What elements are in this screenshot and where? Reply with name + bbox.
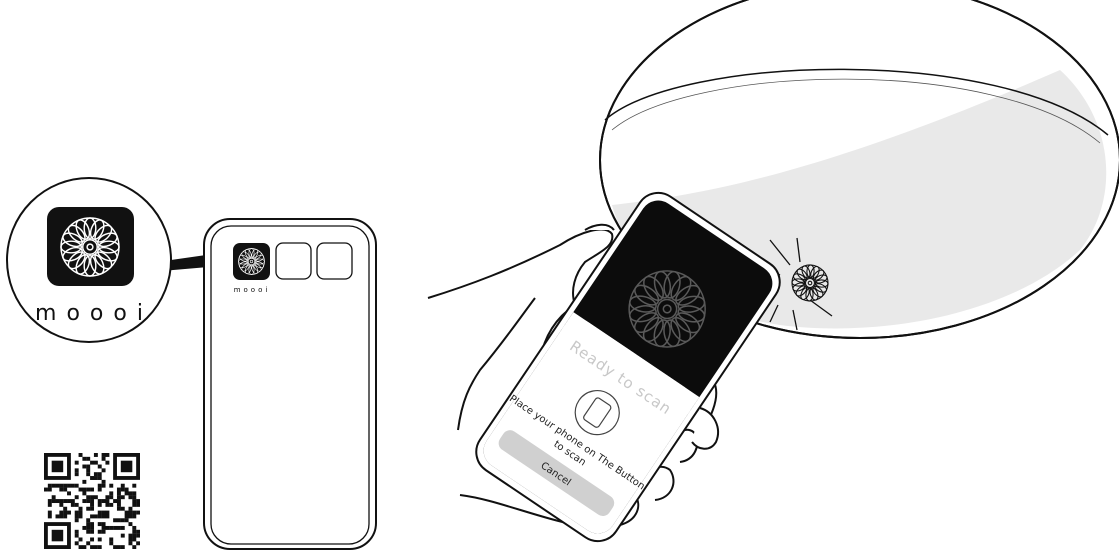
qr-code[interactable] bbox=[44, 453, 140, 549]
brand-label-large: moooi bbox=[35, 301, 153, 326]
zoom-callout: moooi bbox=[7, 178, 220, 342]
moooi-app-icon bbox=[47, 207, 134, 286]
moooi-app-icon[interactable] bbox=[233, 243, 270, 280]
brand-label-small: moooi bbox=[234, 286, 271, 294]
phone-outline bbox=[204, 219, 376, 549]
